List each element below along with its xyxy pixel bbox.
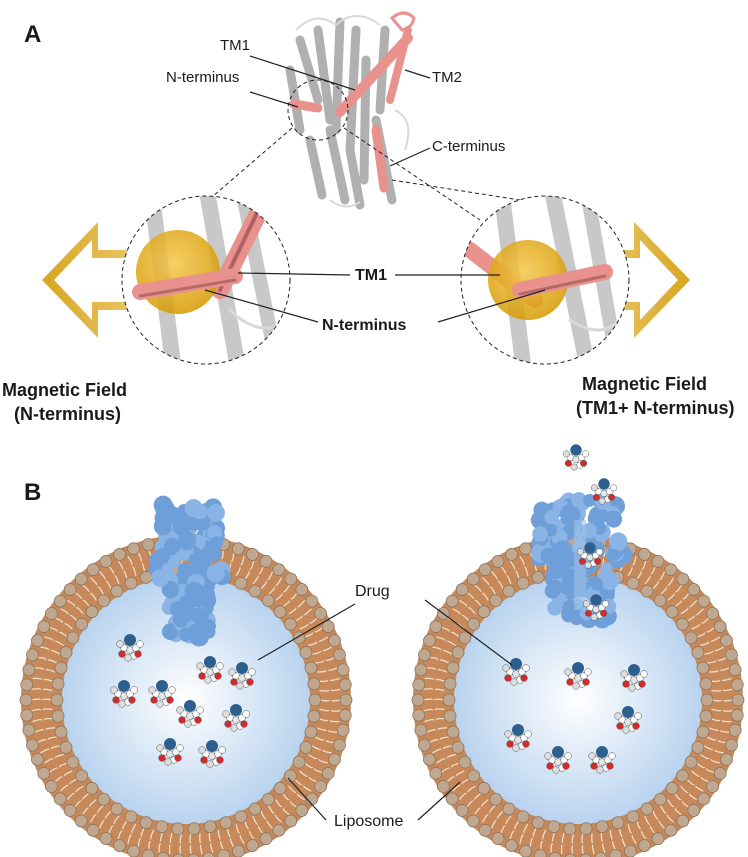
label-tm1-zoom: TM1: [355, 267, 387, 284]
lipid-tails: [30, 544, 342, 856]
drug-molecule: [563, 444, 589, 471]
zoom-line-right-2: [391, 179, 521, 201]
liposome-right: [411, 533, 745, 857]
zoom-line-left: [211, 127, 293, 198]
leader-liposome-left: [287, 777, 327, 821]
channel-open: [530, 492, 633, 629]
channel-closed: [148, 495, 231, 647]
liposome-lumen: [454, 576, 702, 824]
gray-loops: [295, 15, 410, 208]
drug-molecule: [228, 662, 256, 690]
drug-molecule: [620, 664, 648, 692]
drug-molecule: [156, 738, 184, 766]
panel-b-letter: B: [24, 479, 41, 506]
label-tm2: TM2: [432, 69, 462, 86]
drug-molecule: [544, 746, 572, 774]
label-c-terminus: C-terminus: [432, 138, 505, 155]
panel-a-letter: A: [24, 21, 41, 48]
leader-n-terminus-top: [249, 91, 299, 108]
drug-molecule: [591, 478, 617, 505]
drug-molecule: [110, 680, 138, 708]
drug-molecule: [148, 680, 176, 708]
caption-left-line2: (N-terminus): [14, 404, 121, 424]
liposome-left: [19, 533, 353, 857]
caption-left-line1: Magnetic Field: [2, 380, 127, 400]
leader-tm2: [404, 69, 431, 79]
drug-molecule: [116, 634, 144, 662]
leader-liposome-right: [417, 781, 461, 821]
zoom-source-circle: [287, 79, 349, 141]
liposome-lumen: [62, 576, 310, 824]
drug-molecule: [196, 656, 224, 684]
protein-structure: [285, 11, 416, 210]
drug-molecule: [583, 594, 609, 621]
leader-drug-left: [257, 603, 356, 661]
pink-helices: [289, 11, 416, 193]
leader-tm1-zoom-left: [237, 272, 351, 276]
drug-molecule: [577, 542, 603, 569]
leader-tm1-top: [249, 55, 356, 91]
drug-molecule: [198, 740, 226, 768]
label-n-terminus-top: N-terminus: [166, 69, 239, 86]
zoom-circle-right: [460, 195, 630, 365]
label-n-terminus-zoom: N-terminus: [322, 317, 407, 334]
drug-molecule: [176, 700, 204, 728]
drug-molecule: [222, 704, 250, 732]
drug-molecule: [614, 706, 642, 734]
label-tm1-top: TM1: [220, 37, 250, 54]
drug-molecule: [564, 662, 592, 690]
drug-molecules: [110, 444, 648, 774]
label-liposome: Liposome: [334, 813, 403, 830]
caption-right-line1: Magnetic Field: [582, 374, 707, 394]
zoom-line-right: [343, 127, 481, 221]
caption-right-line2: (TM1+ N-terminus): [576, 398, 735, 418]
drug-molecule: [588, 746, 616, 774]
leader-n-terminus-zoom-left: [204, 289, 319, 323]
leader-c-terminus: [389, 147, 431, 167]
zoom-circle-left: [121, 195, 291, 365]
leader-drug-right: [424, 599, 513, 666]
drug-molecule: [504, 724, 532, 752]
leader-n-terminus-zoom-right: [437, 289, 546, 323]
drug-molecule: [502, 658, 530, 686]
label-drug: Drug: [355, 583, 390, 600]
